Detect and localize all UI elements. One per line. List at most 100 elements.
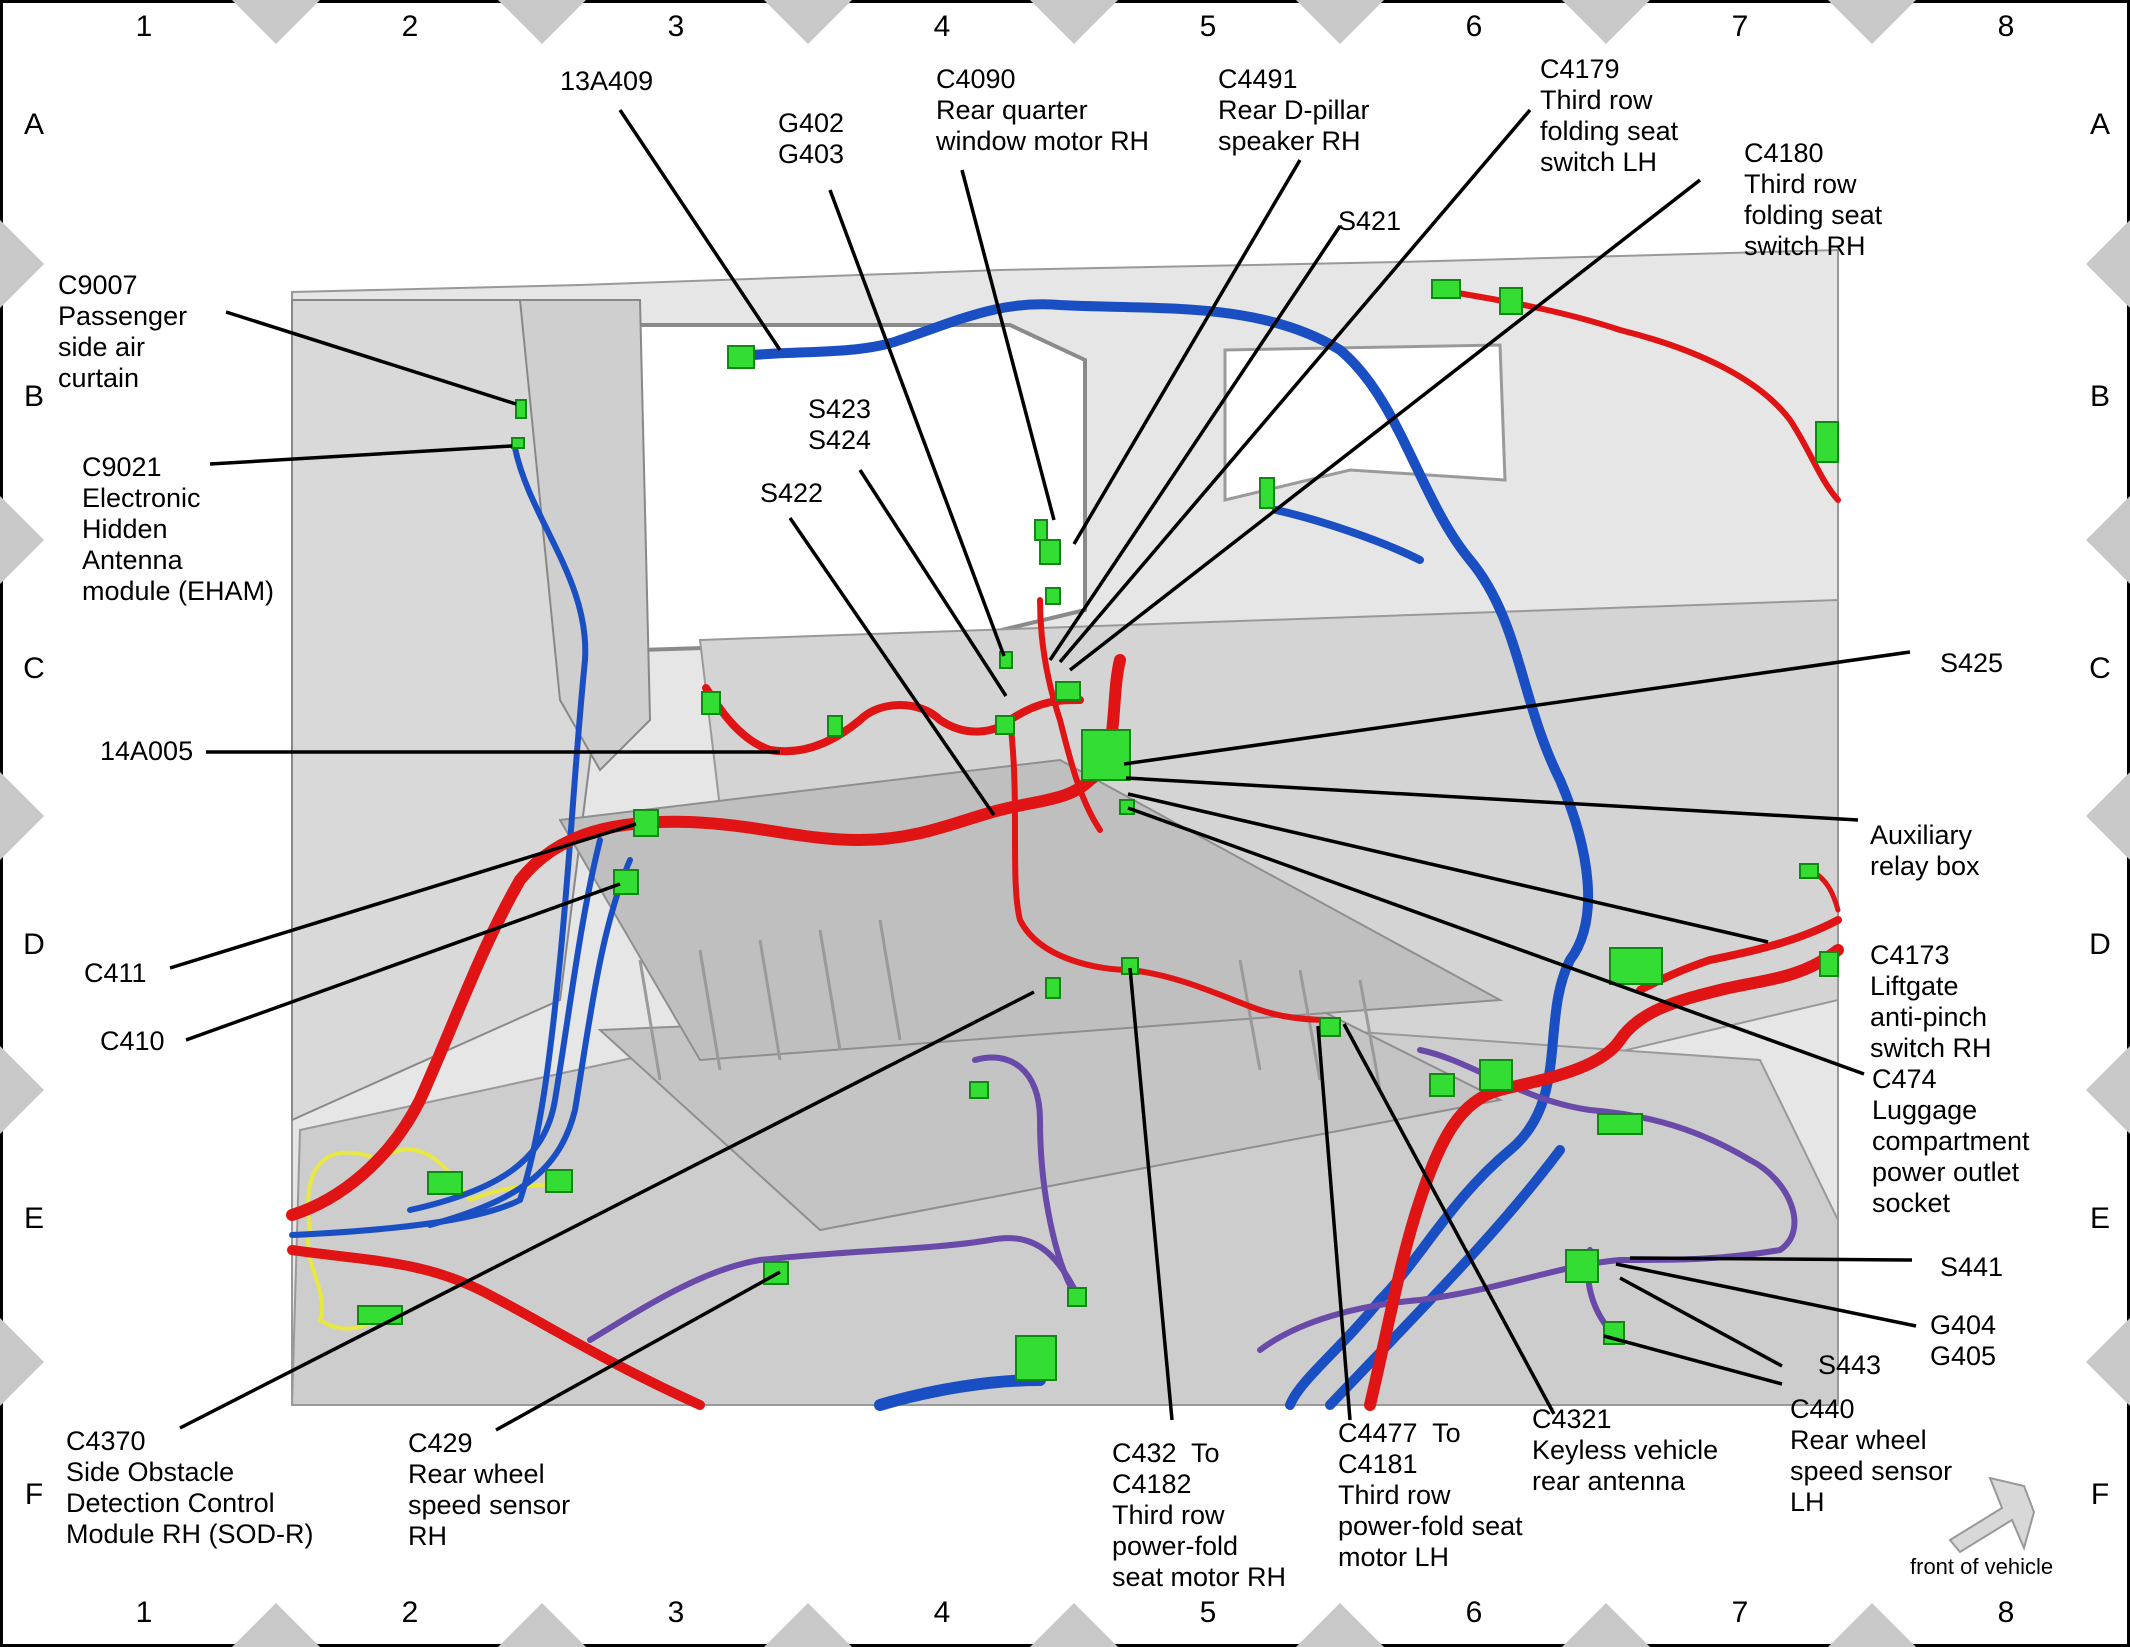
- grid-row-left-d: D: [23, 928, 45, 961]
- border-triangle-bottom: [1828, 1603, 1916, 1647]
- grid-col-bottom-4: 4: [933, 1596, 951, 1629]
- label-s422: S422: [760, 478, 824, 508]
- grid-col-bottom-7: 7: [1731, 1596, 1749, 1629]
- grid-col-bottom-5: 5: [1199, 1596, 1217, 1629]
- label-c4321: C4321 Keyless vehicle rear antenna: [1532, 1404, 1719, 1496]
- leader-c4173: [1127, 792, 1769, 944]
- grid-row-right-d: D: [2089, 928, 2111, 961]
- border-triangle-top: [232, 0, 320, 44]
- leader-s441: [1629, 1256, 1913, 1262]
- grid-row-right-e: E: [2089, 1202, 2110, 1235]
- leader-c429: [495, 1270, 781, 1432]
- border-triangle-bottom: [1296, 1603, 1384, 1647]
- leader-g404: [1615, 1262, 1917, 1328]
- label-g402-g403: G402 G403: [778, 108, 845, 169]
- label-s421: S421: [1338, 206, 1402, 236]
- grid-col-bottom-6: 6: [1465, 1596, 1483, 1629]
- grid-col-top-6: 6: [1465, 10, 1483, 43]
- leader-c4491: [1072, 159, 1302, 545]
- leader-c4090: [960, 169, 1056, 521]
- grid-row-right-f: F: [2090, 1478, 2110, 1511]
- leader-s422: [788, 517, 996, 816]
- grid-row-right-c: C: [2089, 652, 2111, 685]
- grid-row-right-b: B: [2089, 380, 2110, 413]
- border-triangle-bottom: [764, 1603, 852, 1647]
- grid-col-bottom-1: 1: [135, 1596, 153, 1629]
- grid-col-top-5: 5: [1199, 10, 1217, 43]
- label-auxiliary-relay-box: Auxiliary relay box: [1870, 820, 1980, 881]
- leader-c4321: [1342, 1023, 1556, 1415]
- leader-c474: [1127, 806, 1865, 1076]
- label-c4173: C4173 Liftgate anti-pinch switch RH: [1870, 940, 1992, 1063]
- grid-col-bottom-8: 8: [1997, 1596, 2015, 1629]
- border-triangle-left: [0, 772, 44, 860]
- grid-col-top-4: 4: [933, 10, 951, 43]
- grid-col-top-3: 3: [667, 10, 685, 43]
- label-c4370: C4370 Side Obstacle Detection Control Mo…: [66, 1426, 314, 1549]
- border-triangle-top: [1296, 0, 1384, 44]
- border-triangle-bottom: [232, 1603, 320, 1647]
- label-c9021: C9021 Electronic Hidden Antenna module (…: [82, 452, 275, 606]
- grid-row-left-f: F: [24, 1478, 44, 1511]
- label-c429: C429 Rear wheel speed sensor RH: [408, 1428, 571, 1551]
- border-triangle-left: [0, 496, 44, 584]
- border-triangle-right: [2086, 496, 2130, 584]
- border-triangle-top: [498, 0, 586, 44]
- border-triangle-top: [764, 0, 852, 44]
- border-triangle-bottom: [1030, 1603, 1118, 1647]
- border-triangle-top: [1562, 0, 1650, 44]
- label-c4180: C4180 Third row folding seat switch RH: [1744, 138, 1883, 261]
- border-triangle-right: [2086, 220, 2130, 308]
- grid-row-left-c: C: [23, 652, 45, 685]
- label-g404-g405: G404 G405: [1930, 1310, 1997, 1371]
- grid-row-left-e: E: [23, 1202, 44, 1235]
- grid-col-top-8: 8: [1997, 10, 2015, 43]
- border-triangle-bottom: [498, 1603, 586, 1647]
- label-c411: C411: [84, 958, 147, 988]
- border-triangle-right: [2086, 1046, 2130, 1134]
- leader-aux: [1125, 776, 1859, 822]
- label-c410: C410: [100, 1026, 165, 1056]
- leader-c411: [169, 822, 637, 970]
- label-c4491: C4491 Rear D-pillar speaker RH: [1218, 64, 1370, 156]
- label-c440: C440 Rear wheel speed sensor LH: [1790, 1394, 1953, 1517]
- label-s441: S441: [1940, 1252, 2004, 1282]
- grid-col-top-1: 1: [135, 10, 153, 43]
- grid-col-top-7: 7: [1731, 10, 1749, 43]
- leader-c410: [185, 882, 621, 1042]
- border-triangle-left: [0, 1318, 44, 1406]
- leader-s443: [1619, 1276, 1783, 1368]
- leader-c9007: [225, 310, 517, 406]
- border-triangle-right: [2086, 772, 2130, 860]
- grid-col-bottom-2: 2: [401, 1596, 419, 1629]
- leader-c432: [1128, 967, 1174, 1421]
- label-c474: C474 Luggage compartment power outlet so…: [1872, 1064, 2030, 1218]
- leader-g402: [828, 189, 1006, 657]
- grid-col-top-2: 2: [401, 10, 419, 43]
- leader-s425: [1123, 650, 1911, 766]
- border-triangle-left: [0, 220, 44, 308]
- label-c4477: C4477 To C4181 Third row power-fold seat…: [1338, 1418, 1523, 1572]
- label-c432: C432 To C4182 Third row power-fold seat …: [1112, 1438, 1287, 1592]
- vehicle-body-illustration: [290, 248, 1839, 1406]
- leader-c4179: [1058, 108, 1532, 664]
- label-s425: S425: [1940, 648, 2004, 678]
- leader-c9021: [209, 444, 513, 466]
- border-triangle-right: [2086, 1318, 2130, 1406]
- leader-c4370: [179, 990, 1035, 1430]
- leader-13a409: [618, 109, 782, 351]
- label-c9007: C9007 Passenger side air curtain: [58, 270, 188, 393]
- label-c4179: C4179 Third row folding seat switch LH: [1540, 54, 1679, 177]
- border-triangle-top: [1030, 0, 1118, 44]
- leader-lines: [169, 108, 1917, 1432]
- border-triangle-top: [1828, 0, 1916, 44]
- leader-c440: [1603, 1334, 1783, 1386]
- leader-c4180: [1068, 178, 1702, 672]
- harness-red: [286, 287, 1844, 1411]
- harness-blue: [289, 299, 1594, 1411]
- leader-s421: [1048, 225, 1342, 661]
- connectors: [357, 279, 1839, 1381]
- label-s443: S443: [1818, 1350, 1882, 1380]
